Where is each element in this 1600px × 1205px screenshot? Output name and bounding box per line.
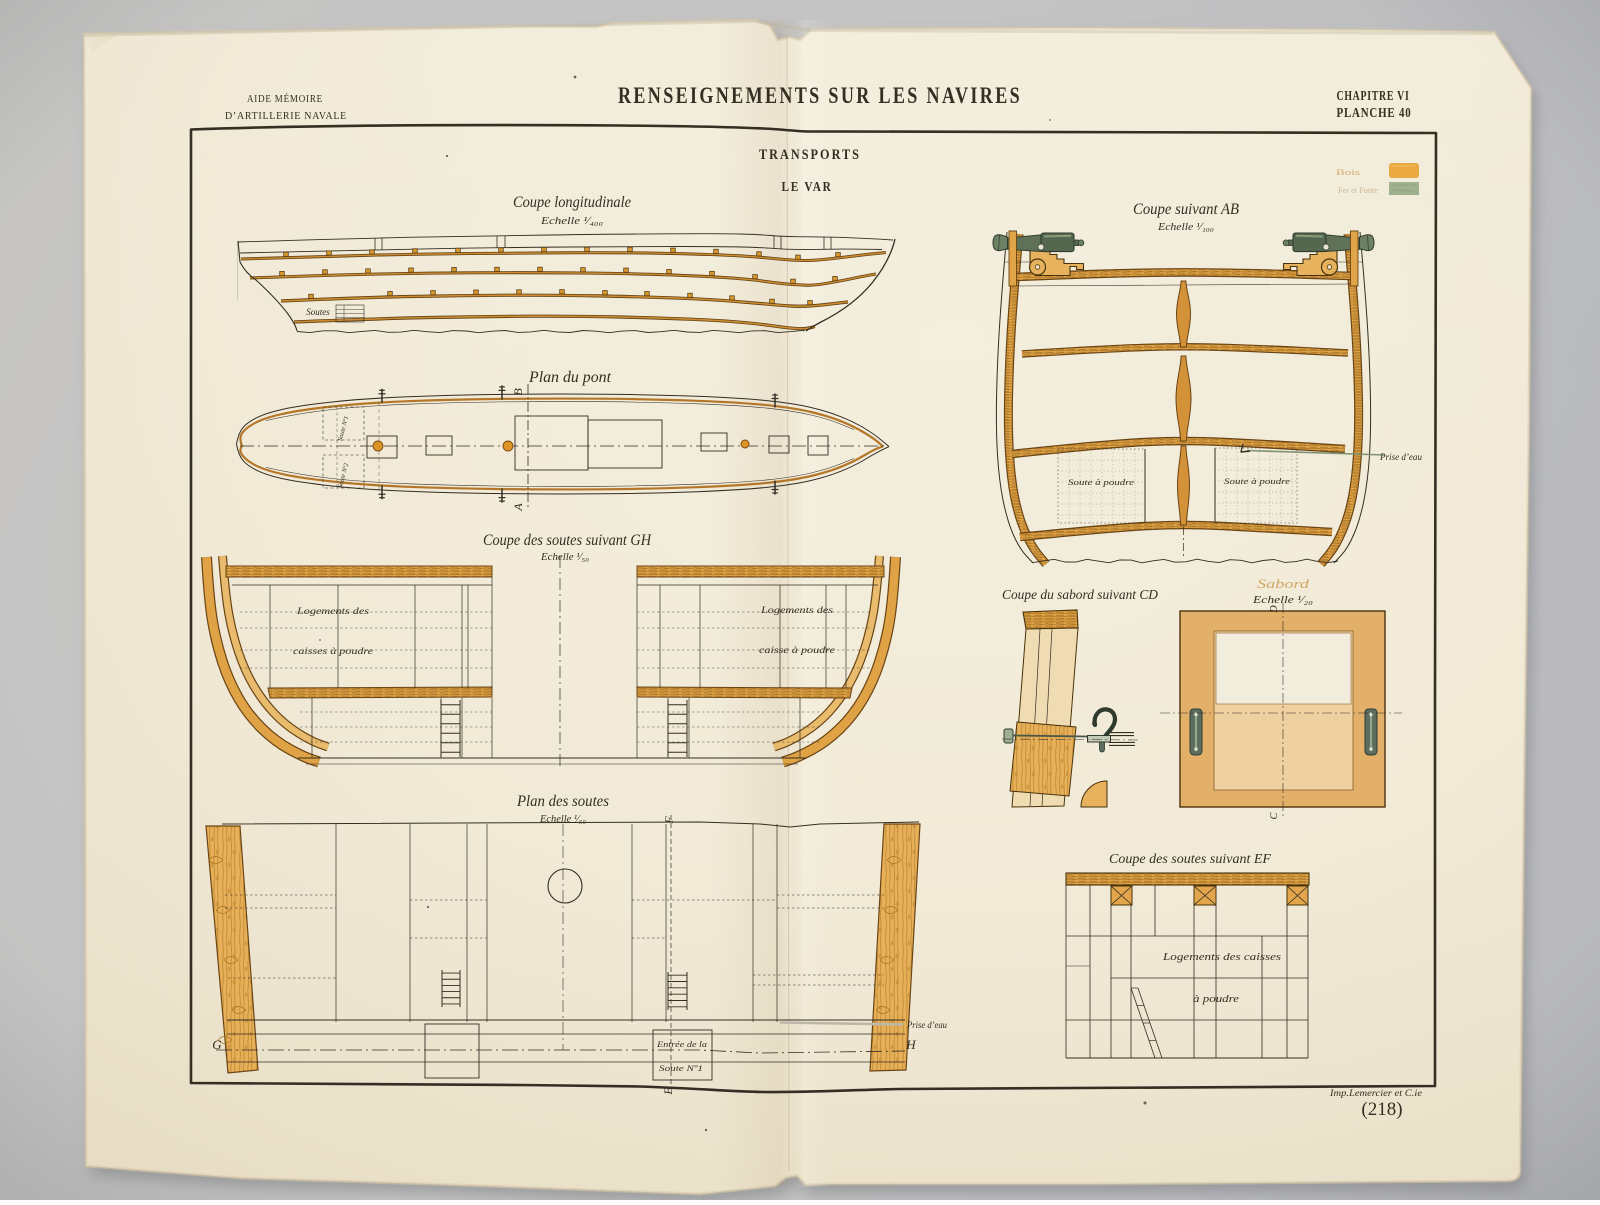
svg-text:H: H — [905, 1037, 916, 1052]
svg-text:Echelle ¹∕₅₀: Echelle ¹∕₅₀ — [540, 551, 589, 563]
svg-text:Logements des: Logements des — [296, 607, 370, 617]
svg-text:B: B — [511, 388, 525, 396]
svg-text:D: D — [1269, 605, 1280, 614]
svg-text:Echelle ¹∕₅₀: Echelle ¹∕₅₀ — [539, 814, 586, 825]
svg-text:Echelle ¹∕₂₀: Echelle ¹∕₂₀ — [1252, 594, 1313, 606]
svg-text:Logements des caisses: Logements des caisses — [1162, 952, 1281, 963]
svg-text:caisses à poudre: caisses à poudre — [293, 647, 373, 657]
svg-text:PLANCHE 40: PLANCHE 40 — [1337, 105, 1412, 120]
svg-text:Soute à poudre: Soute à poudre — [1068, 477, 1134, 487]
svg-text:Coupe des soutes suivant EF: Coupe des soutes suivant EF — [1109, 851, 1272, 866]
svg-text:Plan des soutes: Plan des soutes — [516, 793, 609, 810]
svg-text:Soute Nº1: Soute Nº1 — [659, 1063, 703, 1073]
svg-text:à poudre: à poudre — [1193, 994, 1240, 1005]
svg-text:Plan du pont: Plan du pont — [528, 369, 612, 386]
svg-text:Bois: Bois — [1336, 168, 1360, 177]
svg-text:LE VAR: LE VAR — [782, 179, 833, 194]
svg-text:G: G — [212, 1037, 222, 1052]
svg-text:A: A — [511, 503, 525, 512]
svg-text:Fer et Fonte: Fer et Fonte — [1338, 186, 1378, 195]
svg-text:Coupe du sabord suivant CD: Coupe du sabord suivant CD — [1002, 587, 1158, 602]
svg-text:Coupe des soutes suivant GH: Coupe des soutes suivant GH — [483, 532, 652, 549]
svg-text:E: E — [661, 1087, 675, 1096]
svg-text:F: F — [662, 816, 676, 825]
svg-text:TRANSPORTS: TRANSPORTS — [759, 147, 861, 163]
svg-text:Entrée de la: Entrée de la — [656, 1039, 707, 1049]
svg-text:Coupe longitudinale: Coupe longitudinale — [513, 194, 631, 211]
svg-text:caisse à poudre: caisse à poudre — [759, 646, 835, 656]
svg-text:Echelle ¹∕₁₀₀: Echelle ¹∕₁₀₀ — [1157, 221, 1214, 233]
svg-text:(218): (218) — [1361, 1099, 1402, 1120]
svg-text:Soute à poudre: Soute à poudre — [1224, 476, 1290, 486]
svg-text:Logements des: Logements des — [760, 606, 834, 616]
svg-text:D’ARTILLERIE NAVALE: D’ARTILLERIE NAVALE — [225, 110, 347, 122]
svg-text:Prise d’eau: Prise d’eau — [906, 1020, 947, 1030]
svg-text:RENSEIGNEMENTS SUR LES NAVIRES: RENSEIGNEMENTS SUR LES NAVIRES — [618, 83, 1022, 108]
svg-text:Prise d’eau: Prise d’eau — [1379, 452, 1422, 462]
svg-text:AIDE MÉMOIRE: AIDE MÉMOIRE — [247, 93, 323, 105]
svg-text:C: C — [1269, 812, 1280, 819]
svg-text:Imp.Lemercier et C.ie: Imp.Lemercier et C.ie — [1329, 1089, 1422, 1099]
svg-text:Echelle ¹∕₄₀₀: Echelle ¹∕₄₀₀ — [540, 215, 603, 227]
svg-text:Sabord: Sabord — [1257, 576, 1310, 591]
svg-text:Soutes: Soutes — [306, 307, 330, 317]
svg-text:Coupe suivant AB: Coupe suivant AB — [1133, 201, 1239, 218]
svg-text:CHAPITRE VI: CHAPITRE VI — [1337, 88, 1410, 103]
